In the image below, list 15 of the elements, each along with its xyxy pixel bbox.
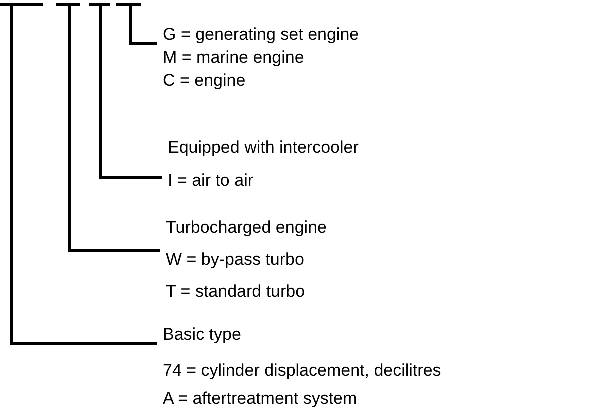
- code-description: Turbocharged engine: [166, 218, 327, 238]
- code-description: Equipped with intercooler: [168, 138, 359, 158]
- code-description: I = air to air: [168, 171, 254, 191]
- code-description: 74 = cylinder displacement, decilitres: [163, 361, 442, 381]
- code-description: C = engine: [163, 71, 246, 91]
- code-description: Basic type: [163, 325, 242, 345]
- code-description: T = standard turbo: [166, 282, 306, 302]
- leader-line: [10, 5, 157, 346]
- leader-line: [100, 5, 162, 180]
- code-description: M = marine engine: [163, 48, 304, 68]
- leader-line: [130, 5, 157, 46]
- code-description: W = by-pass turbo: [166, 250, 304, 270]
- code-description: G = generating set engine: [163, 25, 360, 45]
- code-description: A = aftertreatment system: [163, 389, 358, 409]
- leader-line: [68, 5, 160, 252]
